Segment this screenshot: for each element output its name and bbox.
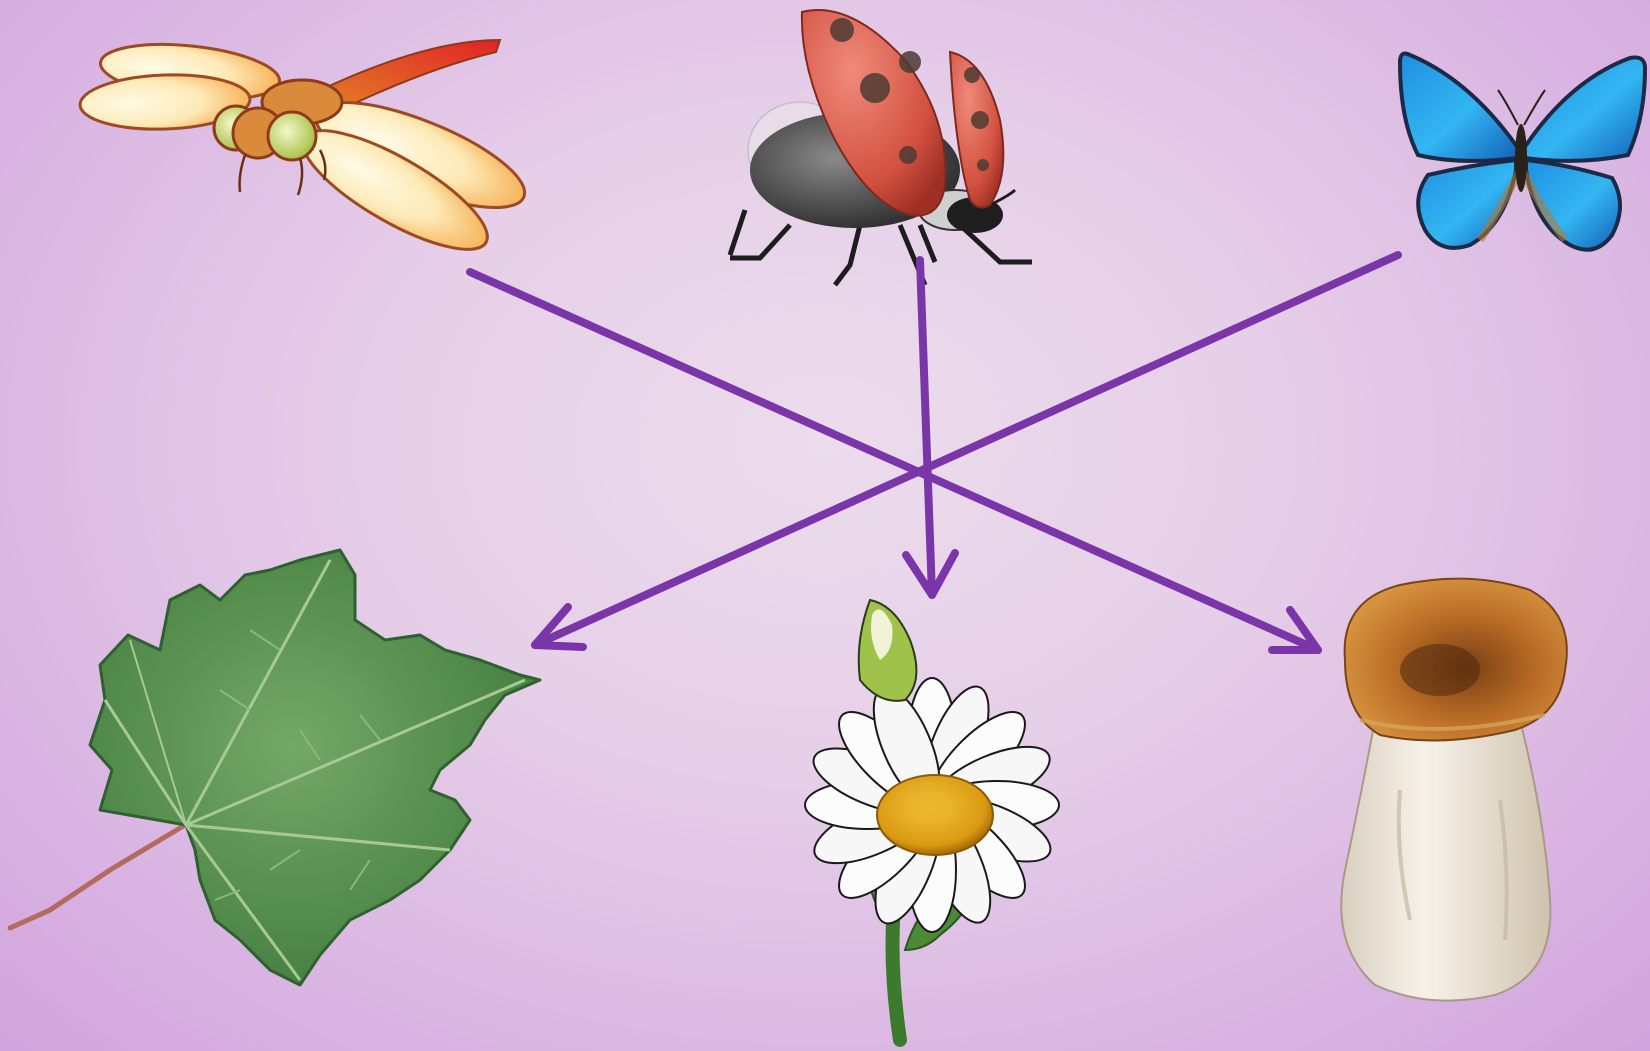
butterfly-icon <box>1400 54 1645 250</box>
mushroom-icon <box>1341 579 1567 1001</box>
daisy-flower-icon <box>805 600 1059 1040</box>
arrow-dragonfly-to-mushroom <box>470 272 1318 650</box>
dragonfly-icon <box>79 37 536 270</box>
maple-leaf-icon <box>10 550 540 985</box>
arrow-ladybug-to-daisy <box>920 260 932 595</box>
connection-arrows <box>470 255 1398 650</box>
ladybug-icon <box>730 10 1032 285</box>
arrow-butterfly-to-leaf <box>535 255 1398 645</box>
